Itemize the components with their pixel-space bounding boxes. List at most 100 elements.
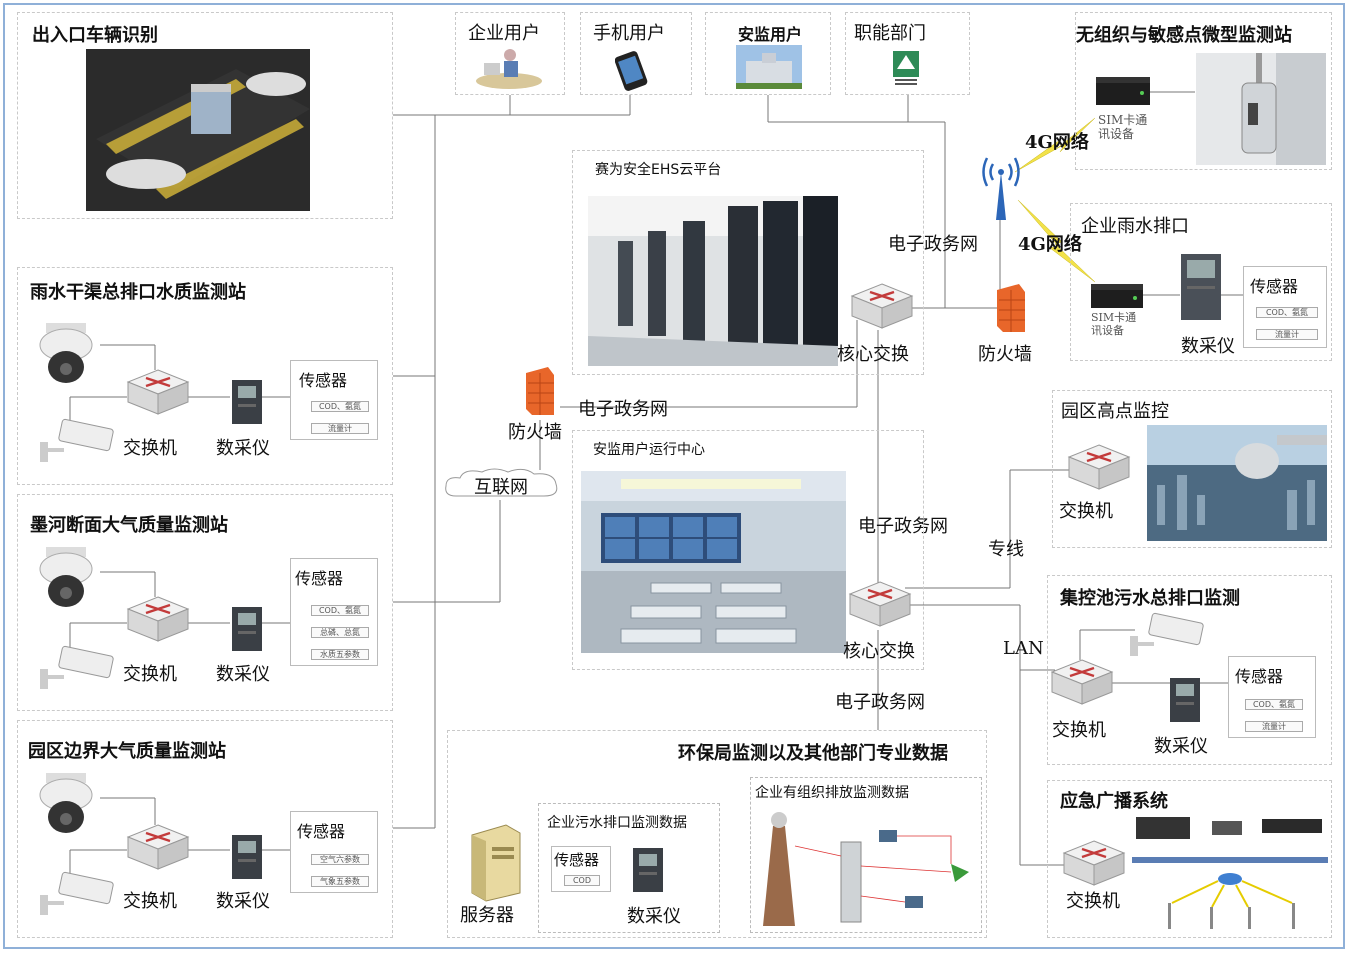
sensor-panel: 传感器 空气六参数 气象五参数 xyxy=(290,811,378,893)
micro-station-panel: 无组织与敏感点微型监测站 SIM卡通 讯设备 xyxy=(1075,12,1332,170)
micro-monitor-image xyxy=(1196,53,1326,165)
station-panel-3: 园区边界大气质量监测站 交换机 数采仪 传感器 空气六参数 气象五参数 xyxy=(17,720,393,938)
data-collector-icon xyxy=(232,380,262,424)
center-core-switch-icon xyxy=(848,581,912,627)
collector-label: 数采仪 xyxy=(216,664,270,685)
data-collector-icon xyxy=(232,835,262,879)
bullet-camera-icon xyxy=(1130,612,1204,656)
sim-device-icon xyxy=(1096,77,1150,105)
operation-center-title: 安监用户运行中心 xyxy=(593,442,705,458)
antenna-icon xyxy=(982,157,1020,220)
firewall-right-icon xyxy=(997,284,1025,332)
switch-icon xyxy=(126,369,190,415)
collector-label: 数采仪 xyxy=(216,438,270,459)
switch-label: 交换机 xyxy=(1066,891,1120,912)
sensor-chip: 总磷、总氮 xyxy=(311,627,369,638)
mobile-user-panel: 手机用户 xyxy=(580,12,692,95)
sensor-title: 传感器 xyxy=(554,851,600,869)
egov-label-2: 电子政务网 xyxy=(578,399,668,420)
broadcast-title: 应急广播系统 xyxy=(1060,791,1168,812)
org-emission-title: 企业有组织排放监测数据 xyxy=(755,785,909,801)
outer-frame xyxy=(3,3,1345,949)
data-collector-icon xyxy=(232,607,262,651)
cloud-core-switch-label: 核心交换 xyxy=(837,344,909,365)
collector-label: 数采仪 xyxy=(1181,336,1235,357)
entrance-title: 出入口车辆识别 xyxy=(32,25,158,46)
office-user-icon xyxy=(476,49,542,89)
safety-user-label: 安监用户 xyxy=(738,25,803,44)
micro-station-title: 无组织与敏感点微型监测站 xyxy=(1076,25,1292,46)
sensor-chip: 流量计 xyxy=(1256,329,1318,340)
rain-outlet-panel: 企业雨水排口 SIM卡通 讯设备 数采仪 传感器 COD、氨氮 流量计 xyxy=(1070,203,1332,361)
net4g-label-2: 4G网络 xyxy=(1018,234,1082,255)
sensor-panel: 传感器 COD、氨氮 流量计 xyxy=(1228,656,1316,738)
station-title: 雨水干渠总排口水质监测站 xyxy=(30,282,246,303)
center-core-switch-label: 核心交换 xyxy=(843,641,915,662)
epb-title: 环保局监测以及其他部门专业数据 xyxy=(678,743,948,764)
epb-panel: 环保局监测以及其他部门专业数据 服务器 企业污水排口监测数据 传感器 COD 数… xyxy=(447,730,987,938)
egov-label-4: 电子政务网 xyxy=(835,692,925,713)
bullet-camera-icon xyxy=(40,645,114,689)
cloud-platform-panel: 赛为安全EHS云平台 xyxy=(572,150,924,375)
station-title: 墨河断面大气质量监测站 xyxy=(30,515,228,536)
sensor-title: 传感器 xyxy=(1250,277,1299,296)
switch-label: 交换机 xyxy=(123,438,177,459)
dept-label: 职能部门 xyxy=(854,23,926,44)
highpoint-panel: 园区高点监控 交换机 xyxy=(1052,390,1332,548)
bullet-camera-icon xyxy=(40,418,114,462)
sensor-chip: 气象五参数 xyxy=(311,876,369,887)
station-panel-2: 墨河断面大气质量监测站 交换机 数采仪 传感器 COD、氨氮 总磷、总氮 水质五… xyxy=(17,494,393,711)
switch-icon xyxy=(1062,840,1126,886)
station-title: 园区边界大气质量监测站 xyxy=(28,741,226,762)
dome-camera-icon xyxy=(39,323,93,383)
dome-camera-icon xyxy=(39,773,93,833)
firewall-left-label: 防火墙 xyxy=(508,422,562,443)
operation-center-panel: 安监用户运行中心 xyxy=(572,430,924,670)
sensor-panel: 传感器 COD、氨氮 流量计 xyxy=(290,360,378,440)
parking-gate-image xyxy=(86,49,310,211)
enterprise-user-label: 企业用户 xyxy=(468,23,540,44)
firewall-right-label: 防火墙 xyxy=(978,344,1032,365)
lan-label: LAN xyxy=(1003,638,1044,659)
dome-camera-icon xyxy=(39,547,93,607)
emission-monitoring-diagram xyxy=(763,812,969,926)
server-icon xyxy=(471,824,521,902)
sensor-title: 传感器 xyxy=(1235,667,1284,686)
switch-label: 交换机 xyxy=(1059,501,1113,522)
entrance-panel: 出入口车辆识别 xyxy=(17,12,393,219)
server-label: 服务器 xyxy=(460,905,514,926)
sensor-panel: 传感器 COD、氨氮 流量计 xyxy=(1243,266,1327,348)
sensor-chip: COD xyxy=(564,875,600,886)
sensor-chip: 流量计 xyxy=(311,423,369,434)
sensor-panel: 传感器 COD xyxy=(551,846,611,892)
broadcast-panel: 应急广播系统 交换机 xyxy=(1047,780,1332,938)
sim-device-icon xyxy=(1091,284,1143,308)
sensor-chip: COD、氨氮 xyxy=(311,401,369,412)
sensor-panel: 传感器 COD、氨氮 总磷、总氮 水质五参数 xyxy=(290,558,378,666)
sensor-chip: COD、氨氮 xyxy=(1245,699,1303,710)
switch-label: 交换机 xyxy=(1052,720,1106,741)
bullet-camera-icon xyxy=(40,871,114,915)
smartphone-icon xyxy=(615,51,648,91)
switch-icon xyxy=(126,824,190,870)
mobile-user-label: 手机用户 xyxy=(593,23,665,44)
data-collector-icon xyxy=(1181,254,1221,320)
rain-outlet-title: 企业雨水排口 xyxy=(1081,216,1189,237)
sensor-chip: 流量计 xyxy=(1245,721,1303,732)
sensor-chip: COD、氨氮 xyxy=(1256,307,1318,318)
switch-label: 交换机 xyxy=(123,664,177,685)
sewage-title: 集控池污水总排口监测 xyxy=(1060,588,1240,609)
internet-label: 互联网 xyxy=(474,477,528,498)
collector-label: 数采仪 xyxy=(1154,736,1208,757)
data-collector-icon xyxy=(1170,678,1200,722)
sewage-data-panel: 企业污水排口监测数据 传感器 COD 数采仪 xyxy=(538,803,720,933)
sensor-title: 传感器 xyxy=(295,569,344,588)
collector-label: 数采仪 xyxy=(627,906,681,927)
sewage-data-title: 企业污水排口监测数据 xyxy=(547,815,687,831)
data-collector-icon xyxy=(633,848,663,892)
government-building-icon xyxy=(736,45,802,89)
dedicated-line-label: 专线 xyxy=(988,539,1024,560)
datacenter-image xyxy=(588,196,838,366)
org-emission-panel: 企业有组织排放监测数据 xyxy=(750,777,982,933)
